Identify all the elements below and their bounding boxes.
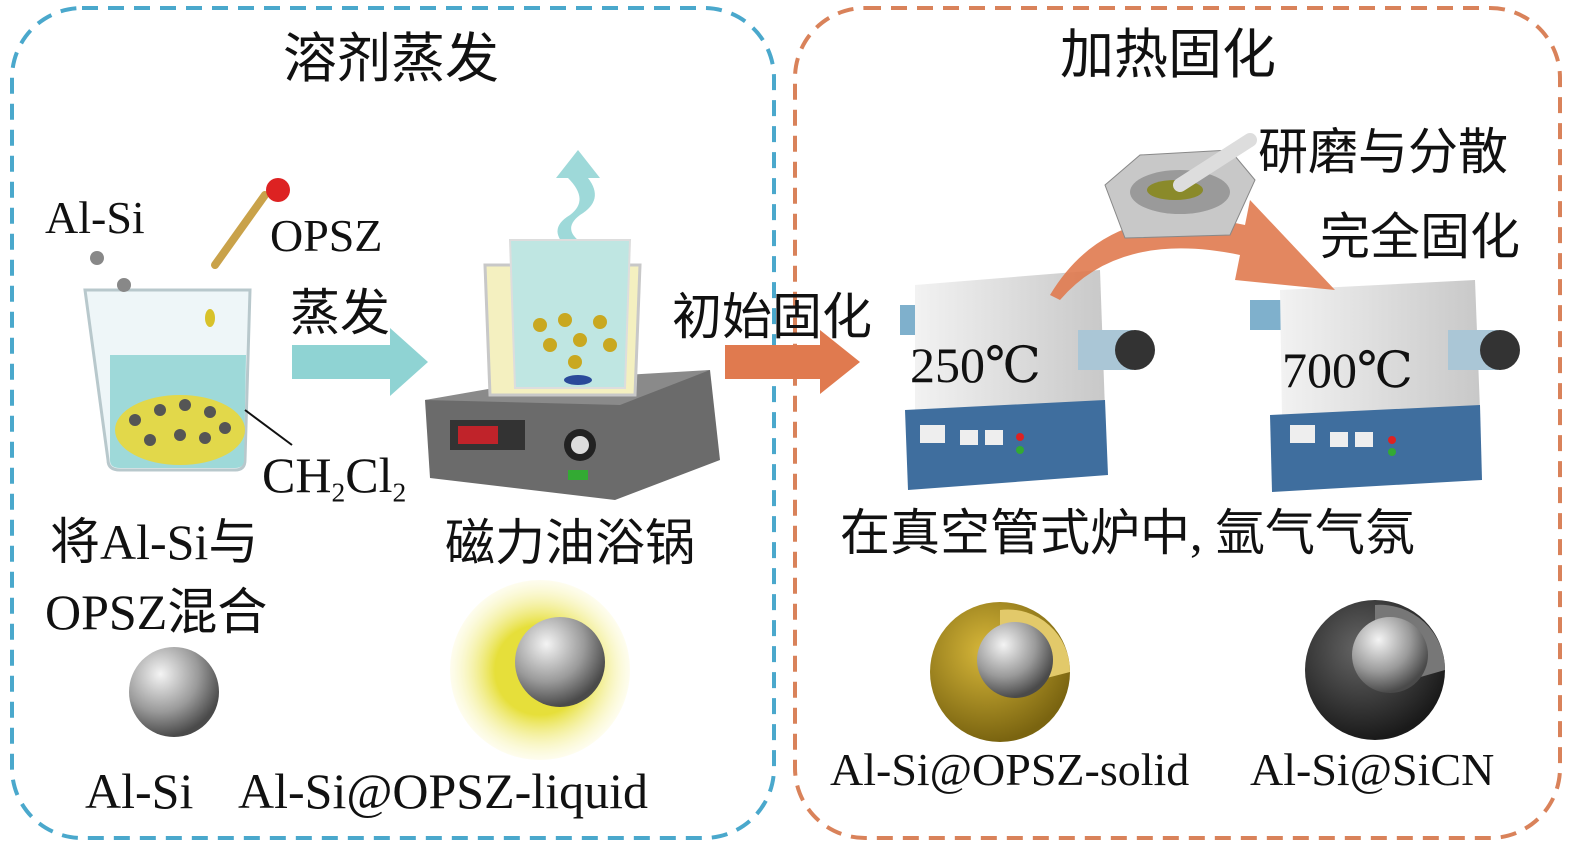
evaporate-label: 蒸发 — [290, 285, 390, 341]
mix-label-line2: OPSZ混合 — [45, 584, 268, 640]
vapor-arrow — [556, 150, 600, 250]
mixing-beaker — [83, 178, 293, 472]
sphere-label-opsz-liquid: Al-Si@OPSZ-liquid — [238, 763, 648, 819]
right-panel-border — [793, 6, 1562, 840]
oil-bath-label: 磁力油浴锅 — [445, 515, 695, 571]
left-panel-title: 溶剂蒸发 — [283, 29, 499, 89]
solvent-sub-1: 2 — [331, 476, 346, 508]
transfer-arrow — [1050, 200, 1335, 300]
sphere-label-al-si: Al-Si — [85, 763, 194, 819]
right-panel-title: 加热固化 — [1060, 25, 1276, 85]
furnace-250 — [900, 270, 1155, 490]
al-si-sphere — [129, 647, 219, 737]
mix-label-line1: 将Al-Si与 — [50, 514, 259, 570]
initial-cure-arrow — [725, 330, 860, 394]
al-si-opsz-liquid-sphere — [450, 580, 630, 760]
furnace-700 — [1250, 280, 1520, 492]
furnace-label: 在真空管式炉中, 氩气气氛 — [840, 505, 1415, 561]
solvent-ch: CH — [262, 447, 332, 503]
temp-700-label: 700℃ — [1282, 342, 1413, 398]
sphere-label-sicn: Al-Si@SiCN — [1250, 744, 1495, 795]
grind-label: 研磨与分散 — [1258, 124, 1508, 180]
magnetic-oil-bath — [425, 150, 720, 500]
sphere-label-opsz-solid: Al-Si@OPSZ-solid — [830, 744, 1190, 795]
left-panel-border — [10, 6, 776, 840]
evaporate-arrow — [292, 328, 428, 396]
mortar-and-pestle — [1104, 133, 1257, 239]
al-si-opsz-solid-sphere — [930, 602, 1071, 742]
initial-cure-label: 初始固化 — [672, 289, 872, 345]
solvent-cl: Cl — [345, 447, 393, 503]
temp-250-label: 250℃ — [910, 337, 1041, 393]
al-si-sicn-sphere — [1305, 600, 1446, 740]
opsz-label: OPSZ — [270, 210, 383, 261]
full-cure-label: 完全固化 — [1320, 209, 1520, 265]
solvent-label: CH2Cl2 — [262, 450, 406, 506]
solvent-sub-2: 2 — [392, 476, 407, 508]
al-si-label: Al-Si — [45, 192, 145, 243]
